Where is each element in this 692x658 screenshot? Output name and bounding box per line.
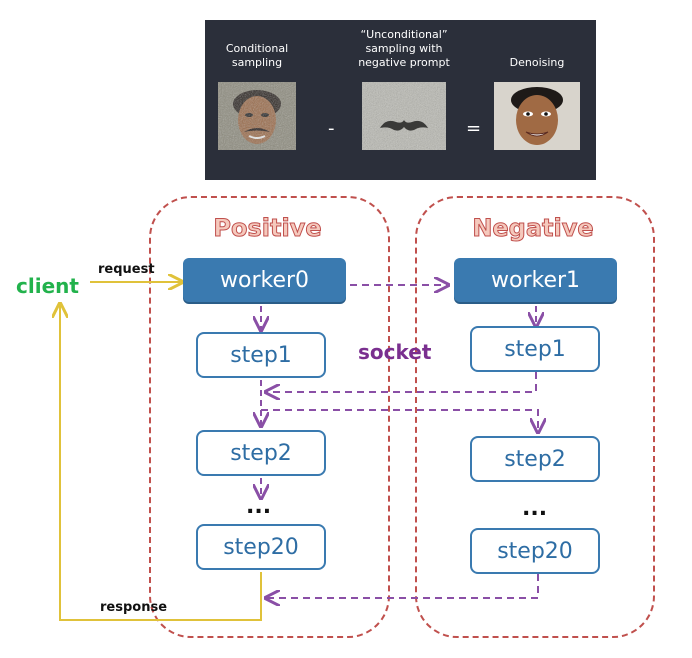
conditional-face-image: [218, 82, 296, 150]
positive-step20-box: step20: [196, 524, 326, 570]
negative-ellipsis: ...: [522, 496, 548, 521]
positive-region-title: Positive: [213, 214, 322, 243]
client-label: client: [16, 274, 79, 298]
denoising-caption: Denoising: [509, 56, 565, 69]
equals-operator: =: [466, 118, 482, 139]
request-label: request: [98, 262, 155, 277]
negative-region: [415, 196, 655, 638]
negative-region-title: Negative: [472, 214, 594, 243]
neg-step1-to-pos-arrow: [266, 372, 537, 392]
positive-step1-box: step1: [196, 332, 326, 378]
unconditional-caption: “Unconditional” sampling with negative p…: [358, 28, 450, 69]
pos-to-neg-step2-arrow: [261, 409, 538, 432]
negative-step20-box: step20: [470, 528, 600, 574]
socket-label: socket: [358, 340, 432, 364]
positive-step2-box: step2: [196, 430, 326, 476]
neg-step20-to-pos-arrow: [266, 574, 539, 598]
positive-region: [149, 196, 390, 638]
positive-ellipsis: ...: [246, 494, 272, 519]
worker1-box: worker1: [454, 258, 617, 302]
worker0-box: worker0: [183, 258, 346, 302]
response-label: response: [100, 600, 168, 615]
negative-step2-box: step2: [470, 436, 600, 482]
mustache-noise-image: [362, 82, 446, 150]
negative-step1-box: step1: [470, 326, 600, 372]
response-arrow: [60, 304, 262, 621]
conditional-caption: Conditional sampling: [225, 42, 289, 69]
denoised-face-image: [494, 82, 580, 150]
minus-operator: -: [328, 118, 335, 139]
